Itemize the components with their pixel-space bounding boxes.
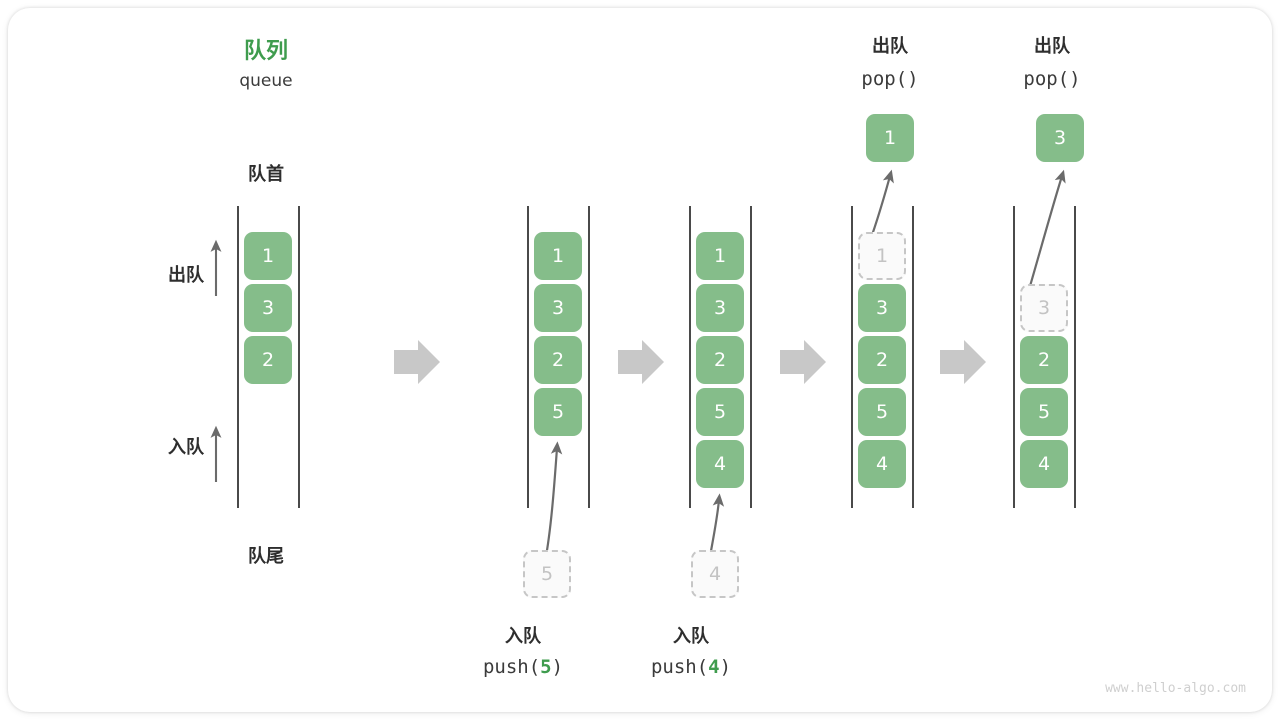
queue-cell: 2: [696, 336, 744, 384]
queue-cell: 5: [858, 388, 906, 436]
dequeue-label: 出队: [168, 265, 204, 286]
queue-cell: 3: [858, 284, 906, 332]
incoming-ghost-cell: 4: [691, 550, 739, 598]
queue-cell-ghost: 1: [858, 232, 906, 280]
queue-cell: 1: [244, 232, 292, 280]
step-arrow-4: [940, 340, 986, 384]
incoming-ghost-cell: 5: [523, 550, 571, 598]
code-arg: 4: [708, 656, 720, 678]
queue-cell: 3: [696, 284, 744, 332]
watermark: www.hello-algo.com: [1105, 681, 1246, 696]
push-5-caption-cn: 入队: [505, 626, 541, 647]
pop-3-arrow: [1024, 169, 1066, 301]
code-prefix: push(: [650, 656, 709, 678]
push-5-arrow: [543, 441, 563, 563]
code-arg: 5: [540, 656, 552, 678]
rail-right: [1074, 206, 1076, 508]
rail-right: [912, 206, 914, 508]
rail-left: [689, 206, 691, 508]
queue-cell: 5: [1020, 388, 1068, 436]
rail-left: [527, 206, 529, 508]
step-arrow-2: [618, 340, 664, 384]
pop-3-header-code: pop(): [1023, 68, 1081, 90]
queue-cell: 2: [1020, 336, 1068, 384]
queue-cell: 4: [696, 440, 744, 488]
push-4-caption-code: push(4): [621, 656, 761, 678]
rail-right: [298, 206, 300, 508]
page-title: 队列: [243, 39, 288, 64]
rear-label: 队尾: [248, 546, 284, 567]
code-suffix: ): [551, 656, 564, 678]
front-label: 队首: [248, 164, 284, 185]
pop-1-header-cn: 出队: [872, 36, 908, 57]
queue-cell: 2: [244, 336, 292, 384]
page-subtitle: queue: [239, 71, 293, 91]
pop-3-header-cn: 出队: [1034, 36, 1070, 57]
step-arrow-1: [394, 340, 440, 384]
code-prefix: push(: [482, 656, 541, 678]
queue-cell: 1: [696, 232, 744, 280]
rail-right: [750, 206, 752, 508]
queue-cell: 1: [534, 232, 582, 280]
popped-cell: 1: [866, 114, 914, 162]
queue-cell: 3: [244, 284, 292, 332]
queue-cell-ghost: 3: [1020, 284, 1068, 332]
step-arrow-3: [780, 340, 826, 384]
queue-cell: 2: [858, 336, 906, 384]
queue-cell: 2: [534, 336, 582, 384]
enqueue-label: 入队: [168, 437, 204, 458]
queue-cell: 5: [696, 388, 744, 436]
code-suffix: ): [719, 656, 732, 678]
rail-left: [1013, 206, 1015, 508]
rail-right: [588, 206, 590, 508]
queue-cell: 4: [1020, 440, 1068, 488]
push-5-caption-code: push(5): [453, 656, 593, 678]
queue-cell: 4: [858, 440, 906, 488]
rail-left: [237, 206, 239, 508]
queue-cell: 3: [534, 284, 582, 332]
popped-cell: 3: [1036, 114, 1084, 162]
pop-1-header-code: pop(): [861, 68, 919, 90]
queue-cell: 5: [534, 388, 582, 436]
push-4-caption-cn: 入队: [673, 626, 709, 647]
rail-left: [851, 206, 853, 508]
